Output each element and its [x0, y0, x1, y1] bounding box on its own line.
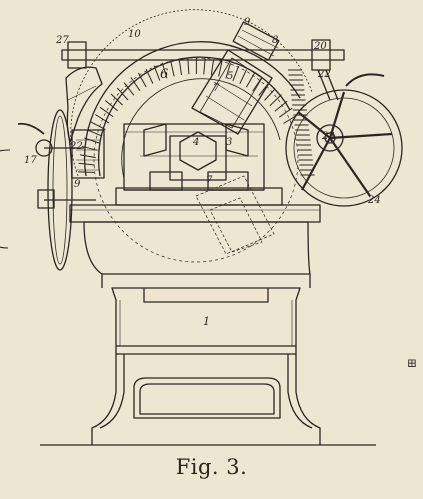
gear-tooth: [170, 60, 175, 77]
left-bevel-gear: [71, 129, 105, 179]
gear-tooth: [104, 100, 118, 112]
gear-tooth: [239, 69, 248, 85]
callout-8: 8: [272, 35, 279, 46]
callout-9b: 9: [74, 179, 81, 190]
gear-tooth: [79, 154, 96, 159]
gear-tooth: [90, 121, 106, 130]
callout-9: 9: [244, 17, 251, 28]
left-edge-arc: [0, 149, 11, 249]
callout-4: 4: [193, 137, 200, 148]
left-handwheel: [17, 109, 96, 271]
callout-5: 5: [227, 71, 234, 82]
gear-tooth: [153, 65, 161, 81]
chuck-assembly: [123, 123, 265, 191]
gear-tooth: [252, 77, 263, 92]
callout-22b: 22: [70, 141, 83, 152]
gear-tooth: [269, 94, 282, 107]
edge-mark: ⊞: [407, 356, 418, 370]
pedestal-base: [91, 273, 321, 445]
gear-tooth: [123, 82, 135, 96]
column-body: [83, 221, 311, 275]
callout-17: 17: [24, 155, 37, 166]
gear-tooth: [145, 68, 154, 84]
gear-tooth: [225, 63, 231, 79]
left-crank-arm: [65, 66, 103, 143]
callout-7a: 7: [213, 83, 220, 94]
figure-caption: Fig. 3.: [175, 455, 248, 479]
gear-tooth: [187, 58, 190, 75]
gear-tooth: [95, 114, 110, 124]
gear-tooth: [84, 137, 100, 144]
callout-3: 3: [226, 137, 233, 148]
gear-tooth: [218, 60, 223, 77]
gear-tooth: [178, 59, 182, 76]
gear-tooth: [78, 162, 95, 166]
callout-24: 24: [368, 195, 381, 206]
callout-7b: 7: [206, 175, 213, 186]
gear-tooth: [161, 62, 168, 79]
callout-27: 27: [56, 35, 69, 46]
gear-tooth: [130, 77, 141, 92]
bed-plate: [69, 187, 321, 223]
callout-6: 6: [160, 67, 169, 82]
callout-22a: 22: [318, 69, 331, 80]
callout-1: 1: [203, 315, 210, 328]
gear-tooth: [264, 88, 276, 101]
gear-tooth: [232, 65, 240, 82]
gear-tooth: [99, 106, 114, 118]
gear-tooth: [274, 100, 288, 112]
callout-10: 10: [128, 29, 141, 40]
callout-20: 20: [314, 41, 327, 52]
gear-tooth: [116, 87, 129, 101]
gear-tooth: [87, 129, 103, 137]
right-handwheel: [285, 73, 403, 207]
gear-tooth: [203, 58, 206, 75]
gear-tooth: [78, 171, 95, 173]
gear-tooth: [110, 93, 123, 106]
callout-23: 23: [322, 131, 335, 142]
gear-tooth: [279, 107, 293, 118]
tool-slide: [191, 49, 273, 135]
gear-tooth: [210, 59, 215, 76]
gear-teeth: [78, 58, 298, 173]
top-shaft: [61, 39, 345, 101]
pinion-teeth: [288, 69, 315, 176]
slide-ghost: [195, 175, 275, 255]
